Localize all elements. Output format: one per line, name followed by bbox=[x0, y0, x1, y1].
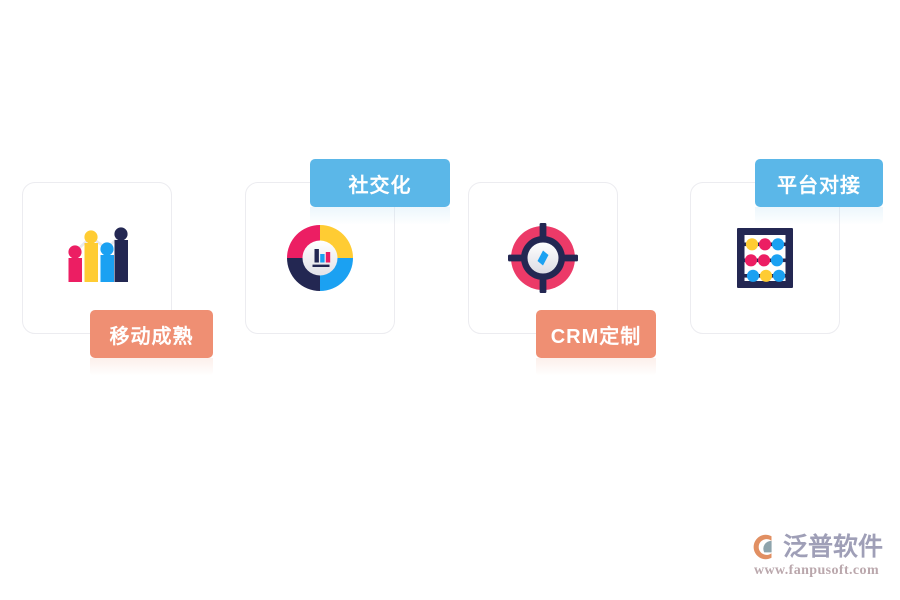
abacus-icon bbox=[727, 220, 803, 296]
watermark-url: www.fanpusoft.com bbox=[753, 563, 880, 578]
feature-card-platform-integration[interactable] bbox=[690, 182, 840, 334]
feature-card-crm-customization[interactable] bbox=[468, 182, 618, 334]
donut-chart-icon bbox=[282, 220, 358, 296]
bar-chart-trend-icon bbox=[59, 220, 135, 296]
watermark-brand: 泛普软件 bbox=[783, 533, 884, 561]
badge-platform-integration[interactable]: 平台对接 bbox=[755, 159, 883, 207]
feature-card-mobile-maturity[interactable] bbox=[22, 182, 172, 334]
watermark: 泛普软件 www.fanpusoft.com bbox=[749, 532, 884, 588]
fanpu-logo-icon bbox=[749, 532, 779, 562]
badge-reflection-mobile-maturity bbox=[90, 358, 213, 376]
badge-reflection-socialization bbox=[310, 207, 450, 225]
target-compass-icon bbox=[505, 220, 581, 296]
badge-crm-customization[interactable]: CRM定制 bbox=[536, 310, 656, 358]
badge-reflection-platform-integration bbox=[755, 207, 883, 225]
badge-mobile-maturity[interactable]: 移动成熟 bbox=[90, 310, 213, 358]
badge-socialization[interactable]: 社交化 bbox=[310, 159, 450, 207]
feature-card-socialization[interactable] bbox=[245, 182, 395, 334]
badge-reflection-crm-customization bbox=[536, 358, 656, 376]
